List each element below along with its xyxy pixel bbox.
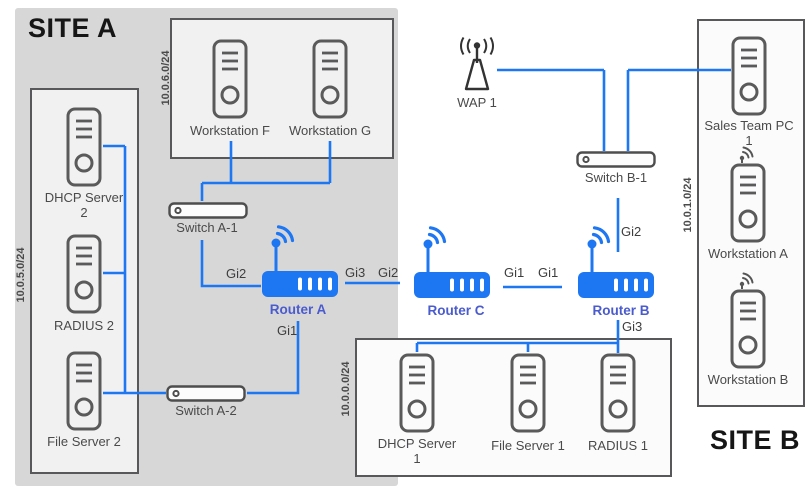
workstation-g-label: Workstation G: [288, 123, 372, 138]
wap-1-label: WAP 1: [457, 95, 497, 110]
radius-1-icon: [600, 353, 636, 433]
port-label-router-a-gi1: Gi1: [277, 323, 298, 338]
file-server-2-icon: [66, 351, 102, 431]
port-label-router-c-gi1: Gi1: [504, 265, 525, 280]
site-b-title: SITE B: [710, 425, 801, 455]
workstation-b-label: Workstation B: [707, 372, 789, 387]
workstation-g-icon: [312, 39, 348, 119]
radius-1-label: RADIUS 1: [588, 438, 648, 453]
switch-a1-icon: [168, 202, 248, 219]
subnet-label-a-servers: 10.0.5.0/24: [15, 247, 27, 303]
subnet-label-a-workstations: 10.0.6.0/24: [160, 50, 172, 106]
router-a-label: Router A: [269, 302, 327, 317]
router-a-icon: [262, 225, 346, 297]
file-server-1-label: File Server 1: [491, 438, 565, 453]
dhcp-server-2-icon: [66, 107, 102, 187]
radius-2-label: RADIUS 2: [54, 318, 114, 333]
port-label-router-b-gi3: Gi3: [622, 319, 643, 334]
router-c-icon: [414, 226, 498, 298]
radius-2-icon: [66, 234, 102, 314]
switch-a1-label: Switch A-1: [176, 220, 238, 235]
switch-b1-icon: [576, 151, 656, 168]
file-server-1-icon: [510, 353, 546, 433]
switch-a2-label: Switch A-2: [175, 403, 237, 418]
port-label-router-b-gi2: Gi2: [621, 224, 642, 239]
router-b-label: Router B: [592, 303, 650, 318]
file-server-2-label: File Server 2: [47, 434, 121, 449]
router-c-label: Router C: [427, 303, 485, 318]
port-label-switch-a1-gi2: Gi2: [226, 266, 247, 281]
workstation-f-icon: [212, 39, 248, 119]
workstation-b-wifi-icon: [738, 271, 758, 289]
subnet-label-site-b: 10.0.1.0/24: [682, 177, 694, 233]
port-label-router-b-gi1: Gi1: [538, 265, 559, 280]
dhcp-server-1-icon: [399, 353, 435, 433]
switch-a2-icon: [166, 385, 246, 402]
workstation-a-wifi-icon: [738, 145, 758, 163]
site-a-title: SITE A: [28, 13, 118, 43]
wap-1-icon: [454, 37, 500, 95]
workstation-b-icon: [730, 289, 766, 369]
workstation-a-icon: [730, 163, 766, 243]
router-b-icon: [578, 226, 662, 298]
port-label-router-c-gi2: Gi2: [378, 265, 399, 280]
subnet-label-core: 10.0.0.0/24: [340, 361, 352, 417]
sales-team-pc-icon: [731, 36, 767, 116]
switch-b1-label: Switch B-1: [584, 170, 648, 185]
workstation-a-label: Workstation A: [708, 246, 788, 261]
port-label-router-a-gi3: Gi3: [345, 265, 366, 280]
workstation-f-label: Workstation F: [190, 123, 270, 138]
